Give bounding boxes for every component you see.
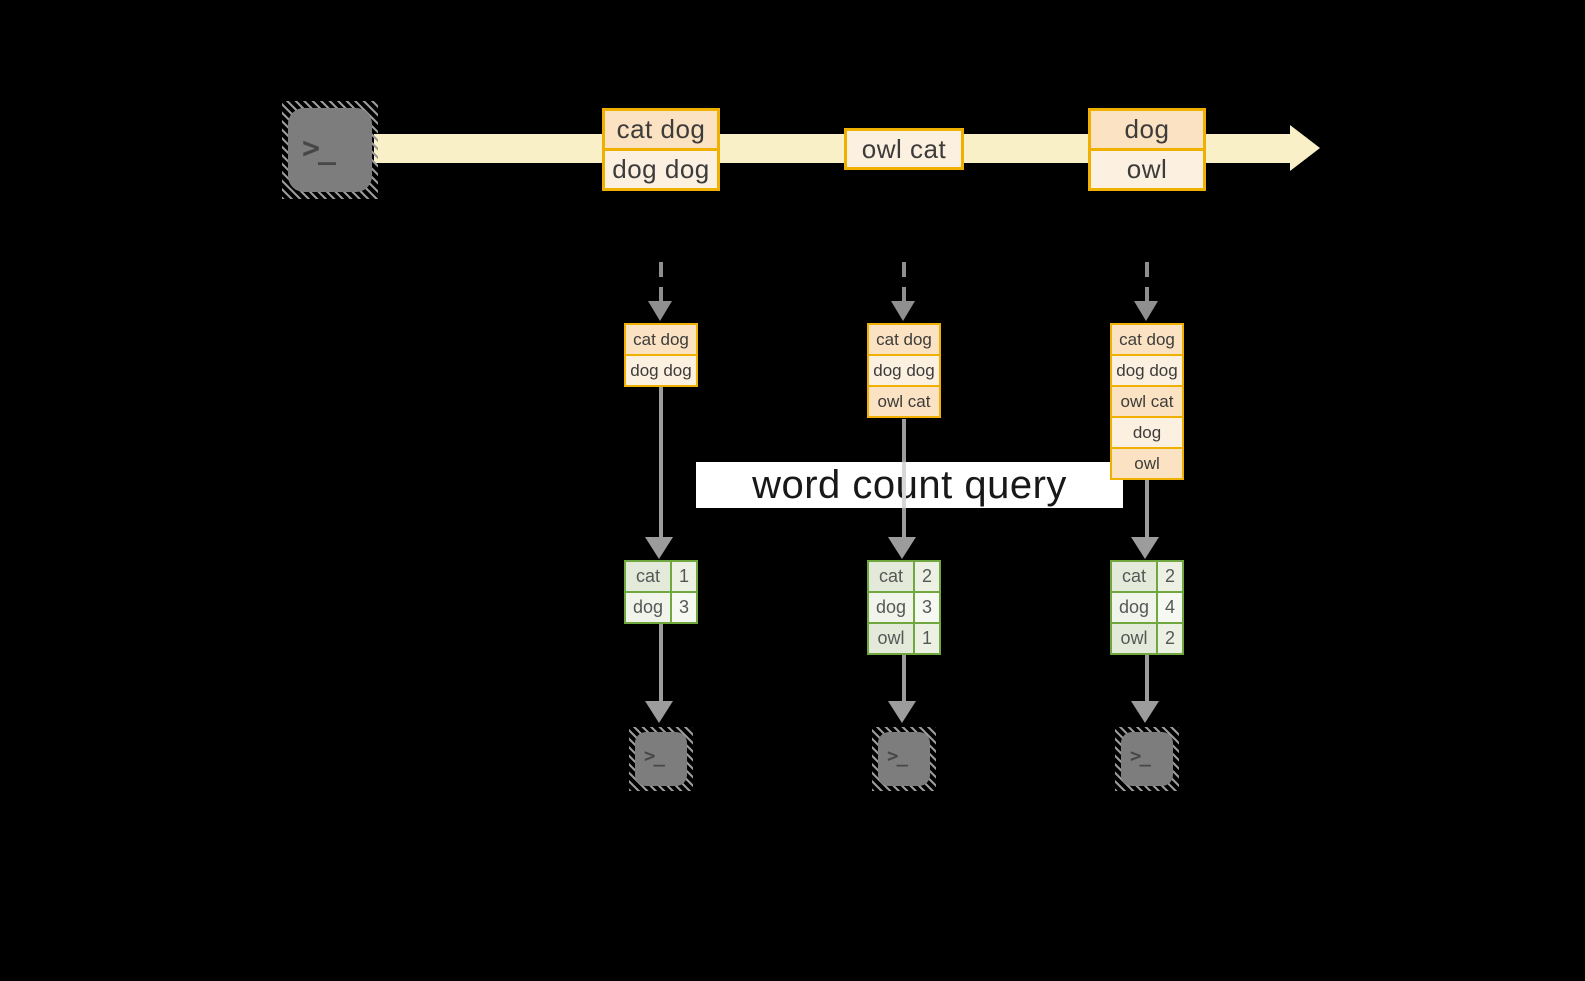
dashed-arrow-line — [1145, 262, 1149, 302]
word-cell: dog — [869, 593, 913, 622]
record-buffer-3: cat dog dog dog owl cat dog owl — [1110, 323, 1184, 480]
arrowhead-icon — [645, 701, 673, 723]
buffer-record: cat dog — [626, 325, 696, 354]
word-cell: owl — [1112, 624, 1156, 653]
buffer-record: owl cat — [1112, 387, 1182, 416]
count-cell: 2 — [1158, 624, 1182, 653]
buffer-record: owl — [1112, 449, 1182, 478]
terminal-screen: >_ — [1121, 732, 1173, 786]
consumer-terminal-icon-3: >_ — [1115, 727, 1179, 791]
consumer-terminal-icon-1: >_ — [629, 727, 693, 791]
connector-line — [1145, 480, 1149, 538]
stream-arrowhead-icon — [1290, 125, 1320, 171]
record-buffer-1: cat dog dog dog — [624, 323, 698, 387]
stream-record: owl cat — [847, 131, 961, 167]
buffer-record: cat dog — [869, 325, 939, 354]
arrowhead-icon — [645, 537, 673, 559]
buffer-record: dog dog — [1112, 356, 1182, 385]
arrowhead-icon — [1131, 537, 1159, 559]
query-label: word count query — [752, 462, 1067, 507]
arrowhead-icon — [1131, 701, 1159, 723]
stream-record: owl — [1091, 151, 1203, 188]
count-cell: 1 — [672, 562, 696, 591]
buffer-record: dog dog — [869, 356, 939, 385]
connector-line — [902, 655, 906, 702]
count-table-3: cat 2 dog 4 owl 2 — [1110, 560, 1184, 655]
count-cell: 2 — [915, 562, 939, 591]
stream-event-box-3: dog owl — [1088, 108, 1206, 191]
terminal-screen: >_ — [878, 732, 930, 786]
connector-line-over-band — [902, 462, 906, 508]
count-cell: 4 — [1158, 593, 1182, 622]
dashed-arrow-line — [902, 262, 906, 302]
word-cell: cat — [1112, 562, 1156, 591]
buffer-record: dog dog — [626, 356, 696, 385]
count-table-2: cat 2 dog 3 owl 1 — [867, 560, 941, 655]
connector-line — [659, 387, 663, 538]
terminal-screen: >_ — [635, 732, 687, 786]
terminal-screen: >_ — [288, 108, 372, 192]
count-cell: 3 — [672, 593, 696, 622]
connector-line — [1145, 655, 1149, 702]
count-table-1: cat 1 dog 3 — [624, 560, 698, 624]
count-cell: 1 — [915, 624, 939, 653]
terminal-prompt-icon: >_ — [887, 745, 908, 767]
dashed-arrowhead-icon — [1134, 301, 1158, 321]
record-buffer-2: cat dog dog dog owl cat — [867, 323, 941, 418]
terminal-prompt-icon: >_ — [302, 131, 336, 166]
stream-record: dog dog — [605, 151, 717, 188]
producer-terminal-icon: >_ — [282, 101, 378, 199]
arrowhead-icon — [888, 701, 916, 723]
dashed-arrowhead-icon — [891, 301, 915, 321]
stream-event-box-1: cat dog dog dog — [602, 108, 720, 191]
dashed-arrow-line — [659, 262, 663, 302]
count-cell: 3 — [915, 593, 939, 622]
stream-event-box-2: owl cat — [844, 128, 964, 170]
dashed-arrowhead-icon — [648, 301, 672, 321]
terminal-prompt-icon: >_ — [1130, 745, 1151, 767]
word-cell: cat — [626, 562, 670, 591]
word-cell: dog — [1112, 593, 1156, 622]
buffer-record: dog — [1112, 418, 1182, 447]
stream-record: dog — [1091, 111, 1203, 148]
terminal-prompt-icon: >_ — [644, 745, 665, 767]
stream-record: cat dog — [605, 111, 717, 148]
arrowhead-icon — [888, 537, 916, 559]
word-cell: dog — [626, 593, 670, 622]
word-cell: owl — [869, 624, 913, 653]
connector-line — [659, 624, 663, 702]
buffer-record: owl cat — [869, 387, 939, 416]
buffer-record: cat dog — [1112, 325, 1182, 354]
query-band: word count query — [696, 462, 1123, 508]
count-cell: 2 — [1158, 562, 1182, 591]
consumer-terminal-icon-2: >_ — [872, 727, 936, 791]
word-cell: cat — [869, 562, 913, 591]
